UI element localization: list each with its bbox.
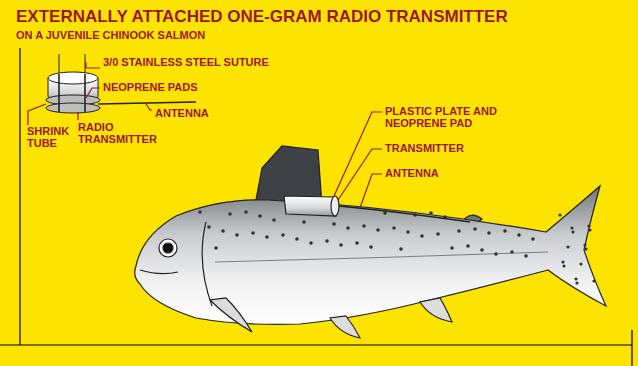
part-label: TRANSMITTER bbox=[385, 143, 464, 155]
part-label: NEOPRENE PADS bbox=[103, 82, 198, 94]
part-label: ANTENNA bbox=[385, 168, 439, 180]
part-label: RADIO TRANSMITTER bbox=[78, 122, 170, 145]
chinook-salmon bbox=[135, 146, 606, 338]
part-label: 3/0 STAINLESS STEEL SUTURE bbox=[103, 57, 269, 69]
leader-lines bbox=[28, 62, 382, 208]
part-label: PLASTIC PLATE AND NEOPRENE PAD bbox=[385, 106, 535, 129]
part-label: ANTENNA bbox=[155, 108, 209, 120]
diagram-title: EXTERNALLY ATTACHED ONE-GRAM RADIO TRANS… bbox=[16, 8, 508, 26]
diagram-subtitle: ON A JUVENILE CHINOOK SALMON bbox=[16, 30, 205, 42]
frame-lines bbox=[0, 48, 632, 366]
part-label: SHRINK TUBE bbox=[27, 126, 73, 149]
